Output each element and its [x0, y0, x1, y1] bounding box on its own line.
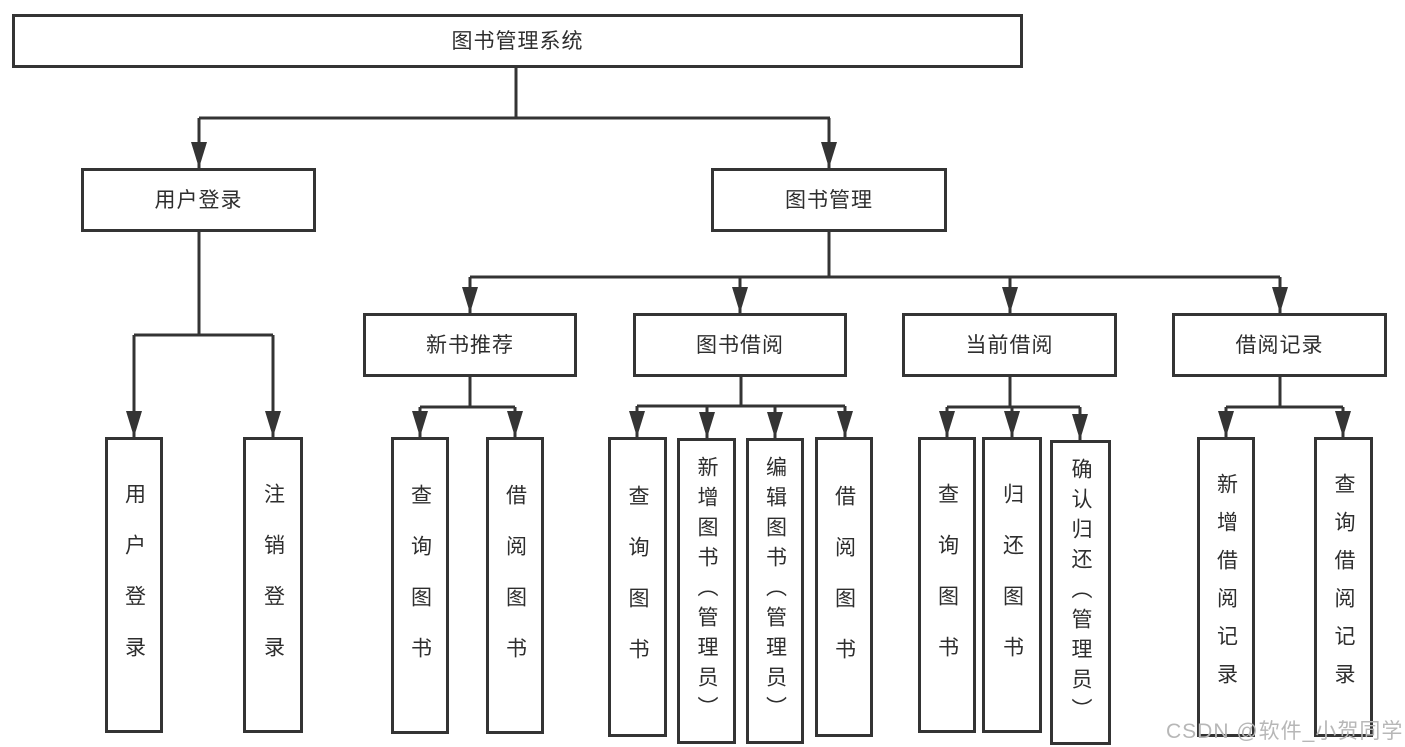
leaf-newbooks-borrow-books: 借阅图书 — [486, 437, 544, 734]
leaf-records-add-record: 新增借阅记录 — [1197, 437, 1255, 737]
leaf-logout: 注销登录 — [243, 437, 303, 733]
node-book-borrow: 图书借阅 — [633, 313, 847, 377]
leaf-records-query-record: 查询借阅记录 — [1314, 437, 1373, 737]
csdn-watermark: CSDN @软件_小贺同学 — [1166, 720, 1404, 743]
leaf-borrow-query-books: 查询图书 — [608, 437, 667, 737]
node-user-login: 用户登录 — [81, 168, 316, 232]
leaf-borrow-borrow-books: 借阅图书 — [815, 437, 873, 737]
node-book-management: 图书管理 — [711, 168, 947, 232]
node-borrow-records: 借阅记录 — [1172, 313, 1387, 377]
leaf-user-login: 用户登录 — [105, 437, 163, 733]
leaf-current-confirm-return-admin: 确认归还（管理员） — [1050, 440, 1111, 745]
node-new-book-recommend: 新书推荐 — [363, 313, 577, 377]
leaf-current-return-books: 归还图书 — [982, 437, 1042, 733]
node-root: 图书管理系统 — [12, 14, 1023, 68]
leaf-newbooks-query-books: 查询图书 — [391, 437, 449, 734]
node-current-borrow: 当前借阅 — [902, 313, 1117, 377]
leaf-current-query-books: 查询图书 — [918, 437, 976, 733]
leaf-borrow-add-books-admin: 新增图书（管理员） — [677, 438, 736, 744]
leaf-borrow-edit-books-admin: 编辑图书（管理员） — [746, 438, 804, 744]
